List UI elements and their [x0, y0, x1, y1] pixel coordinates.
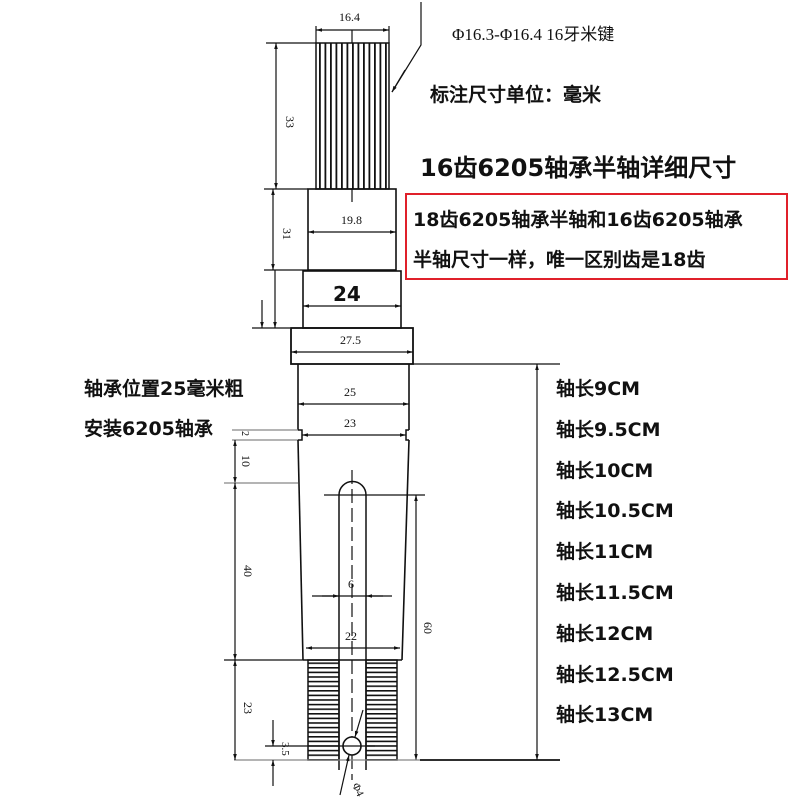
- highlight-note-box: 18齿6205轴承半轴和16齿6205轴承 半轴尺寸一样，唯一区别齿是18齿: [405, 193, 788, 280]
- dim-bottom-spline-length: 23: [241, 702, 255, 714]
- shaft-length-option: 轴长9CM: [556, 378, 641, 400]
- bottom-spline: [233, 659, 560, 796]
- dim-step-length: 10: [239, 455, 253, 467]
- shaft-length-option: 轴长12CM: [556, 622, 654, 645]
- dim-slot-width: 6: [348, 577, 354, 591]
- highlight-note-line-1: 18齿6205轴承半轴和16齿6205轴承: [413, 209, 743, 231]
- collar-27-5: [290, 327, 414, 365]
- shaft-length-option: 轴长9.5CM: [556, 418, 661, 441]
- shaft-length-option: 轴长11CM: [556, 541, 654, 564]
- shaft-length-options: 轴长9CM 轴长9.5CM 轴长10CM 轴长10.5CM 轴长11CM 轴长1…: [556, 376, 674, 743]
- spline-spec-label: Φ16.3-Φ16.4 16牙米键: [452, 25, 615, 44]
- dim-bearing-seat-width: 25: [344, 385, 356, 399]
- shaft-length-option: 轴长10.5CM: [556, 500, 674, 523]
- highlight-note-line-2: 半轴尺寸一样，唯一区别齿是18齿: [413, 249, 706, 271]
- dim-slot-length: 60: [421, 622, 435, 634]
- dim-taper-length: 40: [241, 565, 255, 577]
- shaft-length-option: 轴长12.5CM: [556, 663, 674, 686]
- taper-body: [224, 439, 410, 661]
- dim-section1-length: 31: [280, 228, 294, 240]
- bearing-note-line-1: 轴承位置25毫米粗: [84, 378, 244, 400]
- unit-note: 标注尺寸单位：毫米: [430, 84, 602, 106]
- dim-spline-length: 33: [283, 116, 297, 128]
- dim-hole-diameter: Φ4: [349, 781, 366, 799]
- bearing-seat: [232, 363, 560, 441]
- dim-groove-width: 23: [344, 416, 356, 430]
- bearing-note-line-2: 安装6205轴承: [84, 418, 213, 440]
- section-24: [252, 270, 402, 329]
- section-19-8: [264, 188, 397, 271]
- shaft-length-option: 轴长11.5CM: [556, 581, 674, 604]
- shaft-length-option: 轴长10CM: [556, 459, 654, 482]
- shaft-length-option: 轴长13CM: [556, 704, 654, 727]
- dim-spline-width: 16.4: [339, 10, 360, 24]
- dim-groove-height: 2: [239, 431, 250, 436]
- dim-collar-width: 27.5: [340, 333, 361, 347]
- dim-section2-width: 24: [333, 282, 361, 306]
- drawing-title: 16齿6205轴承半轴详细尺寸: [420, 154, 737, 182]
- top-spline: [266, 2, 422, 190]
- dim-hole-offset: 3.5: [279, 742, 291, 756]
- dim-section1-width: 19.8: [341, 213, 362, 227]
- dim-taper-end-width: 22: [345, 629, 357, 643]
